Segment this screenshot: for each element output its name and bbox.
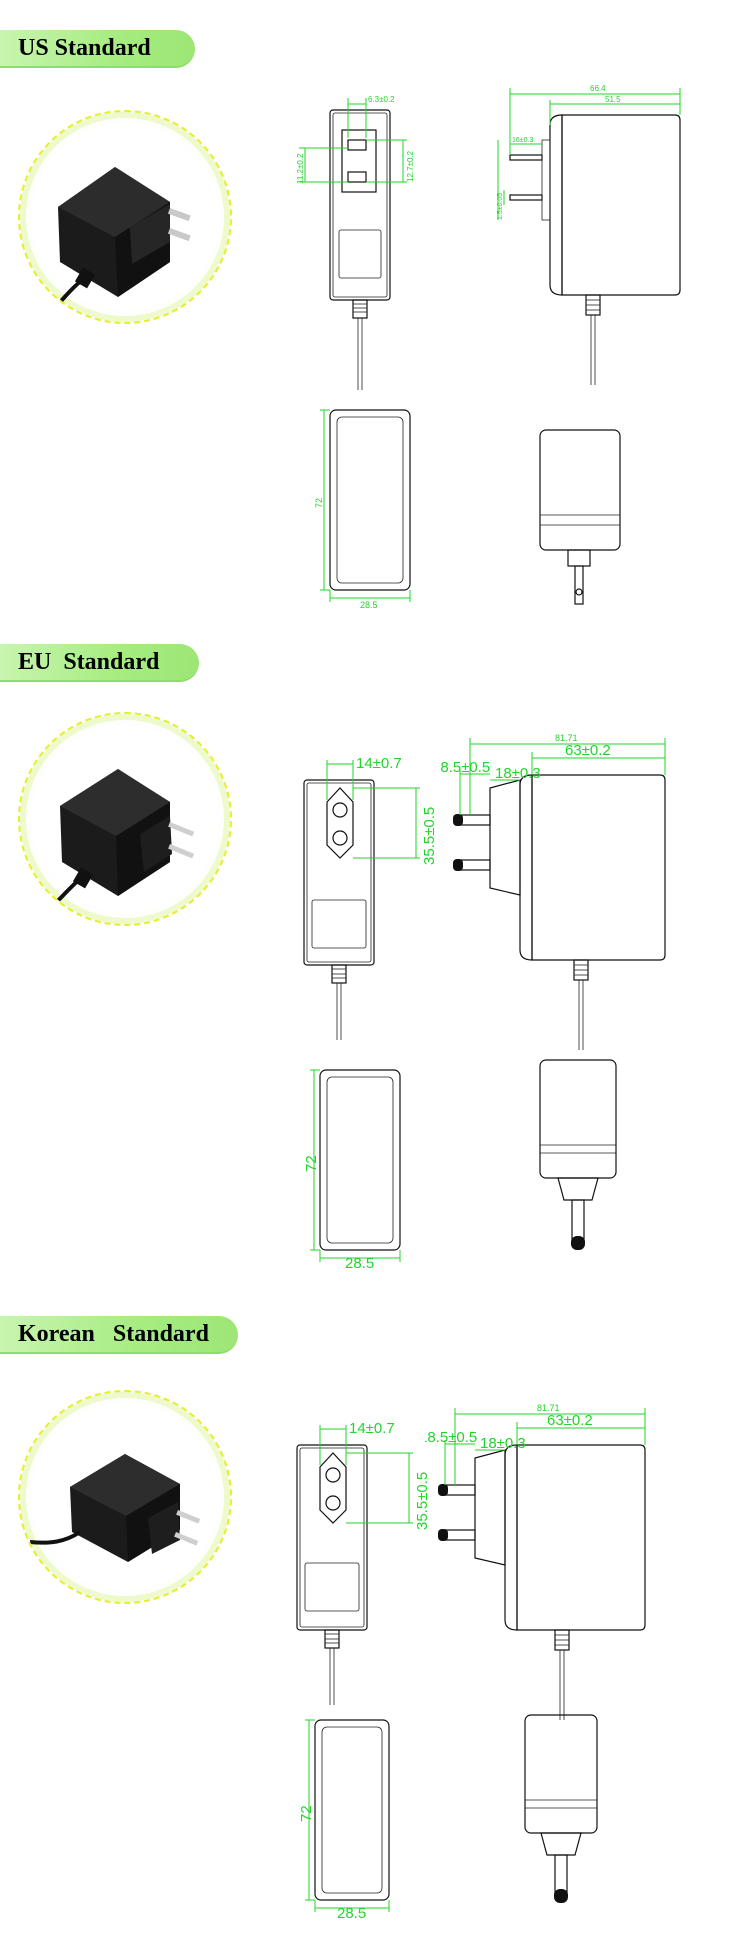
- us-bottom-view-drawing: 72 28.5: [314, 409, 411, 610]
- us-standard-title: US Standard: [18, 34, 151, 61]
- eu-top-view-drawing: [539, 1059, 617, 1250]
- us-front-view-drawing: 6.3±0.2 12.7±0.2 11.2±0.2: [296, 95, 415, 390]
- kr-overall-depth-label: 81.71: [537, 1403, 560, 1413]
- kr-side-view-drawing: 81.71 63±0.2 18.5±0.5 18±0.3: [425, 1403, 646, 1720]
- us-pin-length-label: 16±0.3: [512, 137, 533, 144]
- us-standard-banner: US Standard: [0, 30, 195, 68]
- us-pin-thickness-label: 1.5±0.05: [497, 193, 504, 220]
- eu-body-depth-label: 63±0.2: [565, 742, 611, 759]
- us-body-height-label: 72: [314, 498, 324, 508]
- eu-body-width-label: 28.5: [345, 1255, 374, 1270]
- kr-pin-spacing-label: 35.5±0.5: [414, 1472, 431, 1530]
- eu-pin-length-label: 18.5±0.5: [440, 759, 490, 776]
- kr-body-height-label: 72: [298, 1805, 315, 1822]
- eu-section: EU Standard 14±0.7 35.5±0.5: [0, 640, 750, 1290]
- eu-overall-depth-label: 81.71: [555, 733, 578, 743]
- eu-base-depth-label: 18±0.3: [495, 765, 541, 782]
- eu-pin-spacing-label: 35.5±0.5: [421, 807, 438, 865]
- eu-adapter-photo: [18, 712, 232, 926]
- kr-front-view-drawing: 14±0.7 35.5±0.5: [296, 1420, 431, 1705]
- kr-pin-width-label: 14±0.7: [349, 1420, 395, 1437]
- kr-body-width-label: 28.5: [337, 1905, 366, 1920]
- us-section: US Standard 6.3±0.2 12.7±0.2 1: [0, 0, 750, 640]
- eu-front-view-drawing: 14±0.7 35.5±0.5: [303, 755, 438, 1040]
- us-body-depth-label: 51.5: [605, 95, 621, 104]
- eu-pin-width-label: 14±0.7: [356, 755, 402, 772]
- power-adapter-photo-icon: [29, 1454, 201, 1562]
- kr-top-view-drawing: [524, 1714, 598, 1903]
- eu-standard-banner: EU Standard: [0, 644, 199, 682]
- eu-bottom-view-drawing: 72 28.5: [303, 1069, 401, 1270]
- us-side-view-drawing: 66.4 51.5 16±0.3 1.5±0.05: [497, 84, 681, 385]
- kr-pin-length-label: 18.5±0.5: [425, 1429, 477, 1446]
- us-adapter-photo: [18, 110, 232, 324]
- kr-body-depth-label: 63±0.2: [547, 1412, 593, 1429]
- us-pin-spacing-label: 12.7±0.2: [406, 150, 415, 182]
- us-overall-depth-label: 66.4: [590, 84, 606, 93]
- eu-body-height-label: 72: [303, 1155, 320, 1172]
- kr-section: Korean Standard 14±0.7 35.5±0.5: [0, 1290, 750, 1950]
- us-pin-height-label: 11.2±0.2: [296, 153, 305, 184]
- kr-bottom-view-drawing: 72 28.5: [298, 1719, 390, 1920]
- us-body-width-label: 28.5: [360, 600, 378, 610]
- us-top-view-drawing: [539, 429, 621, 605]
- eu-side-view-drawing: 81.71 63±0.2 18.5±0.5 18±0.3: [440, 733, 666, 1050]
- kr-standard-banner: Korean Standard: [0, 1316, 238, 1354]
- kr-standard-title: Korean Standard: [18, 1320, 209, 1347]
- eu-standard-title: EU Standard: [18, 648, 160, 675]
- power-adapter-photo-icon: [42, 769, 195, 916]
- kr-base-depth-label: 18±0.3: [480, 1435, 526, 1452]
- us-pin-width-label: 6.3±0.2: [368, 95, 395, 104]
- power-adapter-photo-icon: [46, 167, 191, 319]
- kr-adapter-photo: [18, 1390, 232, 1604]
